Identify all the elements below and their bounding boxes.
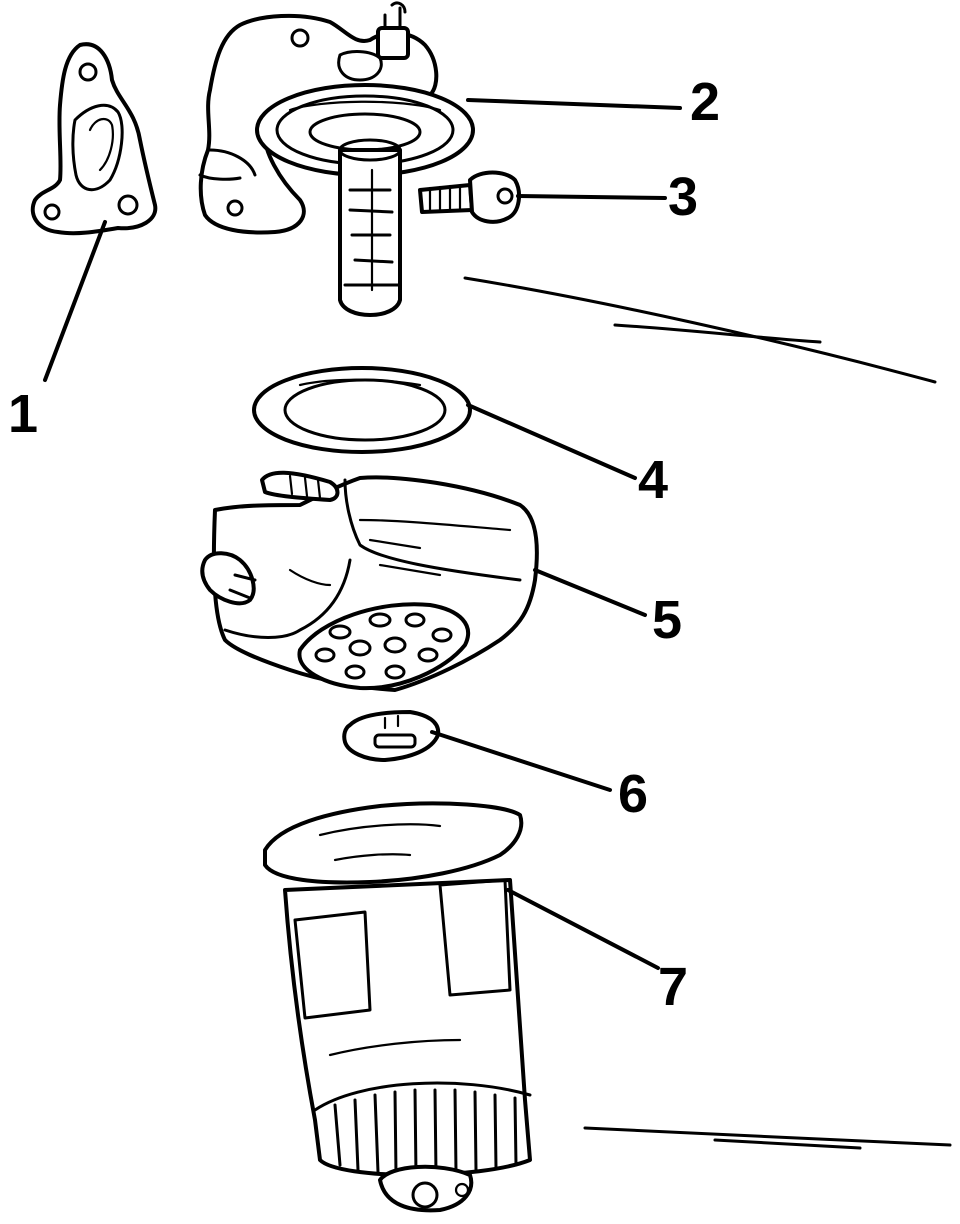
leader-line-5 bbox=[533, 568, 647, 617]
callout-1: 1 bbox=[8, 384, 38, 444]
leader-line-6 bbox=[430, 730, 612, 792]
callout-4: 4 bbox=[638, 450, 668, 510]
callout-3: 3 bbox=[668, 167, 698, 227]
part-1-bracket bbox=[30, 42, 158, 236]
part-6-adapter-nut bbox=[342, 710, 441, 762]
callout-7: 7 bbox=[658, 957, 688, 1017]
leader-line-2 bbox=[466, 98, 682, 110]
leader-lines bbox=[43, 98, 682, 970]
part-5-housing bbox=[200, 470, 539, 692]
callout-5: 5 bbox=[652, 590, 682, 650]
surface-lines bbox=[463, 276, 952, 1150]
callout-labels: 1 2 3 4 5 6 7 bbox=[8, 72, 720, 1017]
part-2-filter-head bbox=[198, 1, 475, 317]
leader-line-3 bbox=[516, 194, 667, 200]
callout-2: 2 bbox=[690, 72, 720, 132]
part-4-sealing-ring bbox=[252, 366, 472, 454]
leader-line-1 bbox=[43, 220, 107, 382]
leader-line-4 bbox=[466, 403, 637, 480]
callout-6: 6 bbox=[618, 764, 648, 824]
part-7-filter-cartridge bbox=[263, 801, 532, 1213]
leader-line-7 bbox=[506, 888, 660, 970]
part-3-bolt bbox=[418, 170, 522, 224]
